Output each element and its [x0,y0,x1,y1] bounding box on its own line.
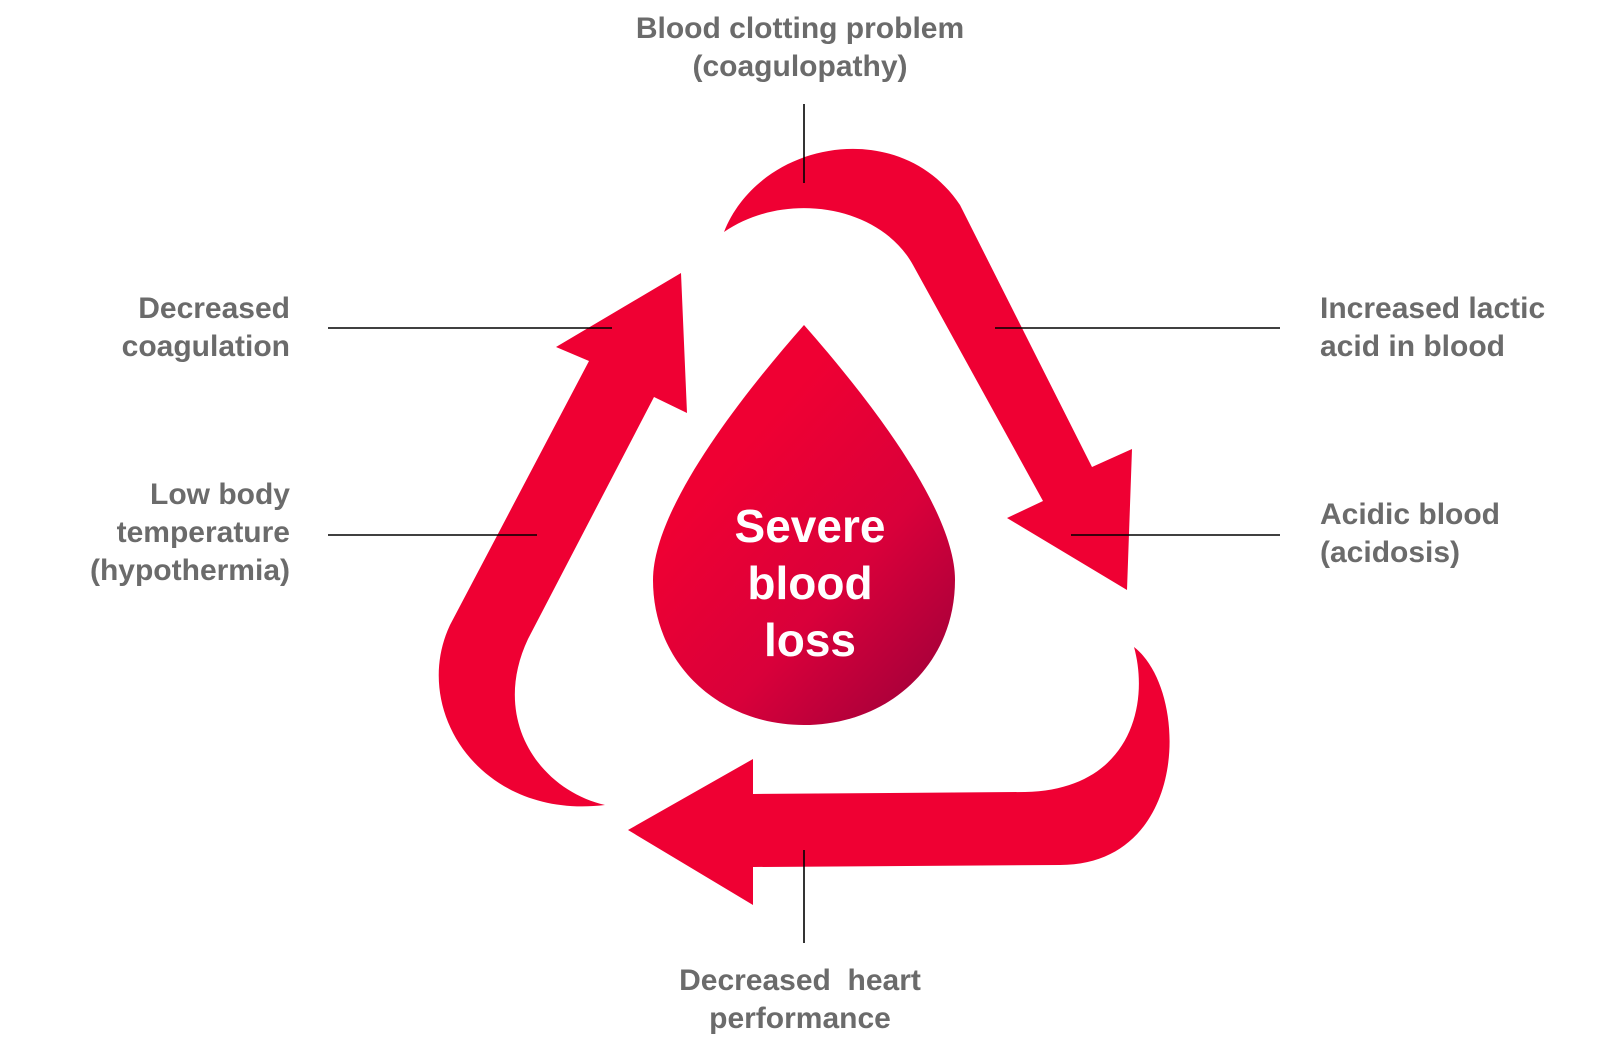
label-lactic-acid: Increased lactic acid in blood [1320,290,1590,366]
label-heart-performance-line-1: Decreased heart [679,964,921,997]
label-decreased-coagulation: Decreased coagulation [40,290,290,366]
label-coagulopathy: Blood clotting problem (coagulopathy) [560,10,1040,86]
label-decreased-coagulation-line-1: Decreased [138,292,290,325]
label-coagulopathy-line-2: (coagulopathy) [692,50,908,83]
center-title-line-1: Severe [734,500,886,552]
arrow-top-to-right [724,148,1132,591]
center-title-line-2: blood [747,557,873,609]
cycle-arrows [438,148,1170,905]
blood-drop-icon [653,325,955,725]
label-heart-performance-line-2: performance [709,1002,891,1035]
center-title-line-3: loss [763,614,857,666]
label-acidosis-line-1: Acidic blood [1320,498,1500,531]
center-title: Severe blood loss [660,498,960,669]
label-coagulopathy-line-1: Blood clotting problem [635,12,965,45]
label-hypothermia-line-1: Low body [150,478,290,511]
label-lactic-acid-line-2: acid in blood [1320,330,1505,363]
label-hypothermia: Low body temperature (hypothermia) [40,476,290,590]
arrow-bottom-to-left [438,273,687,807]
leader-lines [328,104,1280,943]
arrow-right-to-bottom [628,647,1170,905]
label-heart-performance: Decreased heart performance [560,962,1040,1038]
label-hypothermia-line-2: temperature [116,516,290,549]
label-acidosis: Acidic blood (acidosis) [1320,496,1590,572]
label-hypothermia-line-3: (hypothermia) [89,554,290,587]
label-decreased-coagulation-line-2: coagulation [121,330,290,363]
label-acidosis-line-2: (acidosis) [1320,536,1461,569]
label-lactic-acid-line-1: Increased lactic [1320,292,1546,325]
